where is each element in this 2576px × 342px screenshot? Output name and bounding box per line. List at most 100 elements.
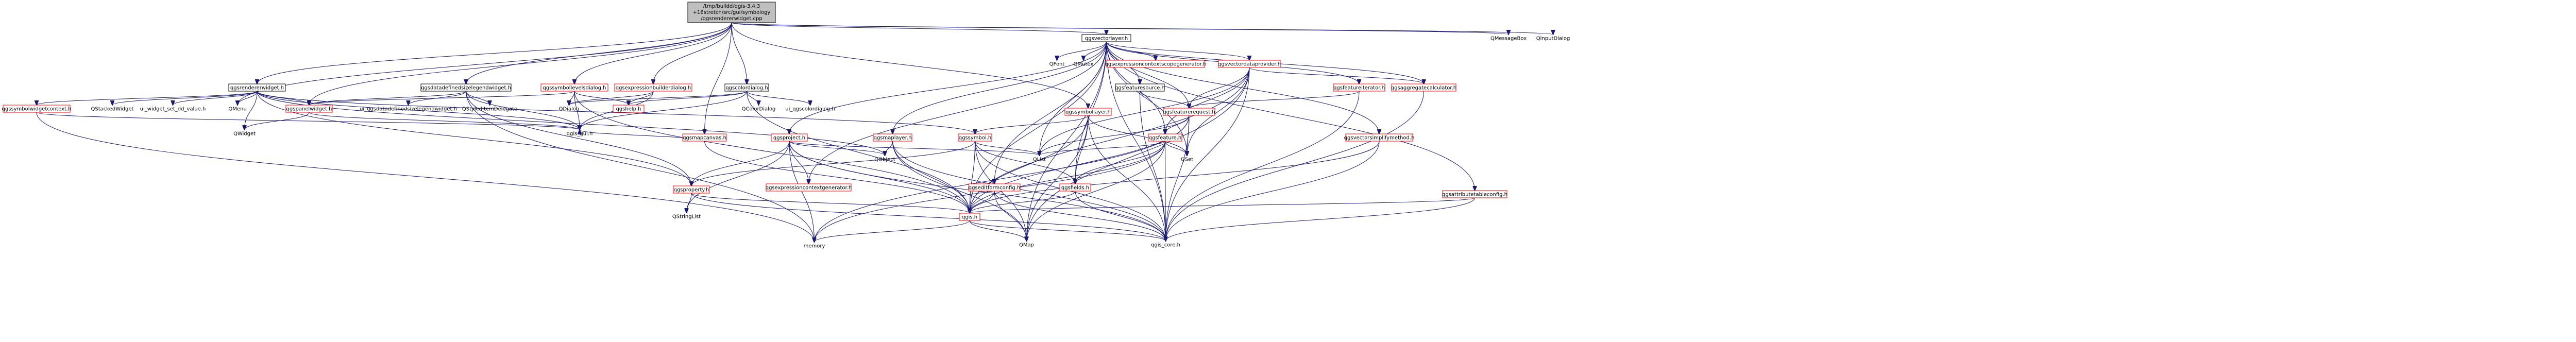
node-box-qgshelp [613, 105, 645, 113]
edge-qgsmaplayer-to-qgis [892, 141, 970, 213]
edge-qgsfeaturesource-to-qgsfeaturerequest [1140, 91, 1190, 108]
node-qgsfields[interactable]: qgsfields.h [1059, 183, 1091, 192]
node-box-qgsrendererwidget [228, 83, 286, 92]
edge-qgsvectorlayer-to-qgsproject [789, 41, 1107, 134]
edge-qgsmaplayer-to-qgis_core [892, 141, 1166, 241]
edge-root-to-qgssymbollevelsdialog [574, 22, 732, 84]
nodes-layer: /tmp/buildd/qgis-3.4.3+16stretch/src/gui… [2, 2, 1570, 249]
node-qgspanelwidget[interactable]: qgspanelwidget.h [285, 105, 333, 113]
edge-qgscolordialog-to-qgshelp [629, 91, 747, 105]
node-qgsvectorlayer[interactable]: qgsvectorlayer.h [1081, 34, 1131, 42]
edge-qgsproject-to-memory [789, 141, 815, 242]
node-qgsattributetableconfig[interactable]: qgsattributetableconfig.h [1442, 190, 1507, 198]
node-label-qgsmaplayer: qgsmaplayer.h [874, 135, 912, 141]
node-qmap: QMap [1019, 243, 1034, 248]
edge-qgssymbollevelsdialog-to-qgs_gui [574, 91, 580, 130]
edge-qgssymbollayer-to-qmap [1027, 115, 1089, 241]
node-qgsvectorsimplifymethod[interactable]: qgsvectorsimplifymethod.h [1344, 133, 1415, 142]
node-qstackedwidget: QStackedWidget [91, 107, 134, 112]
edge-qgsvectorlayer-to-qgis_core [1106, 41, 1166, 241]
node-qgsfeature[interactable]: qgsfeature.h [1148, 133, 1182, 142]
edge-qgsfeatureiterator-to-qgsfeaturerequest [1189, 91, 1360, 108]
edge-qgscolordialog-to-ui_qgscolordialog [747, 91, 810, 105]
node-box-qgsexpressionbuilderdialog [614, 83, 692, 92]
edge-qgsvectorsimplifymethod-to-qgis_core [1166, 141, 1380, 241]
node-label-qgsfeatureiterator: qgsfeatureiterator.h [1333, 86, 1385, 91]
node-qgssymbollayer[interactable]: qgssymbollayer.h [1064, 108, 1112, 116]
root-label-line-2: /qgsrendererwidget.cpp [701, 16, 762, 22]
node-box-qgssymbolwidgetcontext [3, 105, 71, 113]
node-label-qgscolordialog: qgscolordialog.h [725, 86, 768, 91]
node-qgsfeaturerequest[interactable]: qgsfeaturerequest.h [1163, 108, 1215, 116]
node-label-qfont: QFont [1049, 62, 1065, 67]
node-box-qgspanelwidget [285, 105, 333, 113]
node-qgssymbollevelsdialog[interactable]: qgssymbollevelsdialog.h [540, 83, 608, 92]
node-qgsvectordataprovider[interactable]: qgsvectordataprovider.h [1218, 60, 1281, 68]
node-label-qgssymbollevelsdialog: qgssymbollevelsdialog.h [543, 86, 606, 91]
edge-qgsmaplayer-to-qmap [892, 141, 1027, 241]
edge-root-to-qmenu [238, 22, 732, 105]
edge-qgssymbollevelsdialog-to-qgspanelwidget [309, 91, 575, 105]
node-qset: QSet [1181, 157, 1193, 163]
node-box-qgseditformconfig [968, 183, 1021, 192]
node-label-qgseditformconfig: qgseditformconfig.h [969, 185, 1021, 191]
node-ui_qgsdatadefinedsizelegendwidget: ui_qgsdatadefinedsizelegendwidget.h [360, 107, 457, 112]
node-qgsaggregatecalculator[interactable]: qgsaggregatecalculator.h [1391, 83, 1456, 92]
node-qmessagebox: QMessageBox [1490, 36, 1527, 42]
edge-qgsdatadefinedsizelegendwidget-to-qstyleditemdelegate [466, 91, 490, 105]
node-qgsexpressioncontextgenerator[interactable]: qgsexpressioncontextgenerator.h [766, 183, 852, 192]
edge-qgsvectorlayer-to-qgsattributetableconfig [1106, 41, 1475, 191]
node-qgsmaplayer[interactable]: qgsmaplayer.h [873, 133, 912, 142]
node-qgsproperty[interactable]: qgsproperty.h [673, 185, 710, 194]
node-qgshelp[interactable]: qgshelp.h [613, 105, 645, 113]
node-box-qgsdatadefinedsizelegendwidget [420, 83, 512, 92]
edge-qgsvectorsimplifymethod-to-qgis [970, 141, 1380, 213]
edge-qgis-to-memory [815, 220, 970, 242]
edge-qgssymbolwidgetcontext-to-memory [36, 112, 815, 242]
node-label-qgsfields: qgsfields.h [1061, 185, 1089, 191]
node-qgseditformconfig[interactable]: qgseditformconfig.h [968, 183, 1021, 192]
node-qgssymbolwidgetcontext[interactable]: qgssymbolwidgetcontext.h [2, 105, 72, 113]
edge-qgsmaplayer-to-qobject [885, 141, 893, 156]
root-label-line-1: +16stretch/src/gui/symbology [693, 10, 771, 15]
edge-qgsvectorlayer-to-qgsfeaturerequest [1106, 41, 1190, 108]
edge-qgsdatadefinedsizelegendwidget-to-qgs_gui [466, 91, 580, 130]
edge-root-to-qgsrendererwidget [257, 22, 732, 84]
edge-root-to-qgsvectorlayer [731, 22, 1107, 35]
node-root[interactable]: /tmp/buildd/qgis-3.4.3+16stretch/src/gui… [687, 2, 776, 23]
node-label-qgsvectorsimplifymethod: qgsvectorsimplifymethod.h [1344, 135, 1415, 141]
node-qgis[interactable]: qgis.h [959, 213, 980, 221]
node-label-qstringlist: QStringList [672, 214, 701, 220]
node-label-qgsrendererwidget: qgsrendererwidget.h [230, 86, 284, 91]
edge-qgsfeature-to-memory [815, 141, 1165, 242]
node-qmutex: QMutex [1074, 62, 1094, 67]
edge-qgsvectordataprovider-to-qmap [1027, 67, 1250, 241]
edge-qgsfields-to-qgis_core [1075, 191, 1166, 241]
node-label-qmessagebox: QMessageBox [1490, 36, 1527, 42]
edge-qgsdatadefinedsizelegendwidget-to-memory [466, 91, 815, 242]
node-qstyleditemdelegate: QStyledItemDelegate [462, 107, 517, 112]
node-ui_qgscolordialog: ui_qgscolordialog.h [785, 107, 835, 112]
node-qgsexpressionbuilderdialog[interactable]: qgsexpressionbuilderdialog.h [614, 83, 692, 92]
node-box-qgsattributetableconfig [1442, 190, 1507, 198]
edge-qgsvectordataprovider-to-qgis_core [1166, 67, 1250, 241]
edge-qgsvectorlayer-to-qgis [970, 41, 1107, 213]
node-label-qgssymbolwidgetcontext: qgssymbolwidgetcontext.h [2, 107, 72, 112]
node-qgsdatadefinedsizelegendwidget[interactable]: qgsdatadefinedsizelegendwidget.h [420, 83, 512, 92]
node-box-qgsexpressioncontextscopegenerator [1106, 60, 1205, 68]
node-qgsexpressioncontextscopegenerator[interactable]: qgsexpressioncontextscopegenerator.h [1105, 60, 1207, 68]
node-qgsproject[interactable]: qgsproject.h [771, 133, 808, 142]
node-qdialog: QDialog [559, 107, 580, 112]
node-qgsfeaturesource[interactable]: qgsfeaturesource.h [1115, 83, 1165, 92]
node-qgsmapcanvas[interactable]: qgsmapcanvas.h [682, 133, 727, 142]
node-qgsrendererwidget[interactable]: qgsrendererwidget.h [228, 83, 286, 92]
node-qgscolordialog[interactable]: qgscolordialog.h [724, 83, 769, 92]
edge-qgsvectorlayer-to-qmutex [1083, 41, 1107, 60]
edge-root-to-qgsexpressionbuilderdialog [653, 22, 732, 84]
node-qgsfeatureiterator[interactable]: qgsfeatureiterator.h [1333, 83, 1385, 92]
node-label-qgsexpressioncontextscopegenerator: qgsexpressioncontextscopegenerator.h [1105, 62, 1207, 67]
node-label-qdialog: QDialog [559, 107, 580, 112]
node-qgssymbol[interactable]: qgssymbol.h [958, 133, 992, 142]
edge-qgsexpressionbuilderdialog-to-qdialog [569, 91, 654, 105]
edge-qgsvectordataprovider-to-qgsfeature [1165, 67, 1250, 134]
